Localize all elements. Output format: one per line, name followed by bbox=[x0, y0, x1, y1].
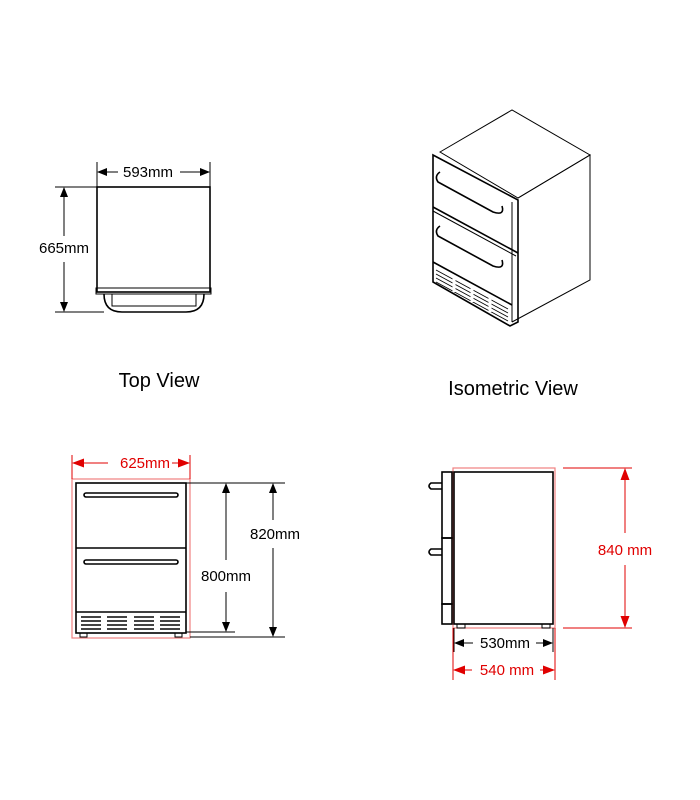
iso-handle-bottom bbox=[435, 225, 504, 268]
iso-side-face bbox=[511, 154, 591, 323]
side-door-bottom bbox=[441, 537, 453, 605]
top-view: 593mm 665mm Top View bbox=[39, 162, 212, 392]
side-handle-bottom bbox=[428, 548, 442, 556]
side-door-top bbox=[441, 471, 453, 539]
iso-top-face bbox=[439, 109, 591, 199]
top-view-depth-label: 665mm bbox=[39, 240, 89, 257]
isometric-view: Isometric View bbox=[432, 109, 591, 400]
front-handle-bottom bbox=[83, 559, 179, 565]
iso-handle-top bbox=[435, 171, 504, 214]
top-view-caption: Top View bbox=[119, 370, 200, 392]
front-foot-left bbox=[79, 632, 88, 638]
front-view-width-label: 625mm bbox=[120, 455, 170, 472]
side-view: 840 mm 530mm 540 mm bbox=[428, 467, 652, 680]
side-view-outline-red bbox=[452, 467, 556, 629]
top-view-handle bbox=[103, 293, 205, 313]
front-view-body bbox=[75, 482, 187, 634]
side-view-height-label: 840 mm bbox=[598, 542, 652, 559]
front-foot-right bbox=[174, 632, 183, 638]
front-view-height-inner-label: 800mm bbox=[201, 568, 251, 585]
front-view: 625mm 800mm 820mm bbox=[71, 455, 300, 639]
front-handle-top bbox=[83, 492, 179, 498]
isometric-view-caption: Isometric View bbox=[448, 378, 578, 400]
top-view-body bbox=[96, 186, 211, 293]
iso-front-face bbox=[432, 153, 519, 327]
front-view-height-outer-label: 820mm bbox=[250, 526, 300, 543]
front-grille bbox=[81, 616, 180, 630]
top-view-door-edge bbox=[95, 287, 212, 295]
iso-grille bbox=[435, 269, 509, 322]
side-view-depth-inner-label: 530mm bbox=[480, 635, 530, 652]
side-view-depth-outer-label: 540 mm bbox=[480, 662, 534, 679]
side-handle-top bbox=[428, 482, 442, 490]
side-view-body bbox=[453, 471, 554, 625]
top-view-width-label: 593mm bbox=[123, 164, 173, 181]
front-view-outline-red bbox=[71, 478, 191, 639]
